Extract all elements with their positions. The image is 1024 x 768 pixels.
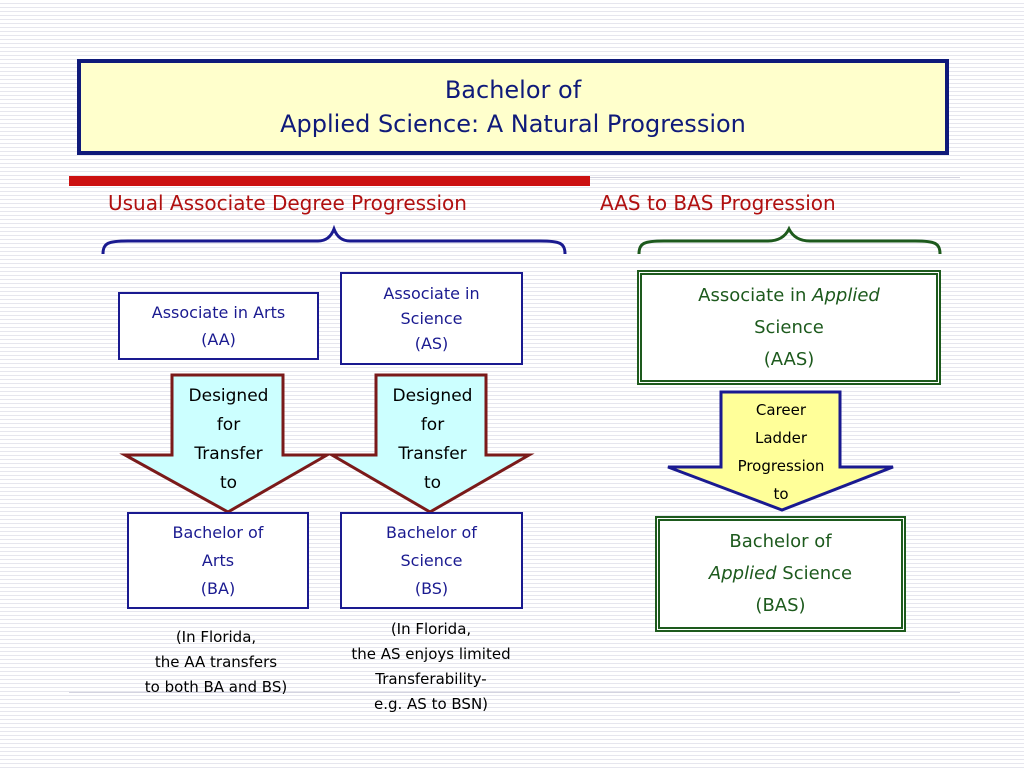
aa-box-line-2: (AA) <box>201 330 236 349</box>
bas-box-line-2: Applied Science <box>709 558 852 590</box>
as-note-line-2: the AS enjoys limited <box>351 645 511 663</box>
divider-line-bottom <box>69 692 960 693</box>
left-section-heading: Usual Associate Degree Progression <box>108 191 467 215</box>
as-box-line-1: Associate in <box>383 284 480 303</box>
arrow-aas-label-line-4: to <box>773 485 789 503</box>
aas-box-line-2: Science <box>754 316 824 338</box>
ba-box-line-2: Arts <box>201 550 235 570</box>
bas-degree-box: Bachelor of Applied Science (BAS) <box>655 516 906 632</box>
aas-box-line-1: Associate in Applied <box>698 280 880 312</box>
arrow-aas-label-line-1: Career <box>755 401 807 419</box>
as-degree-box: Associate in Science (AS) <box>340 272 523 365</box>
arrow-aa-label-line-4: to <box>219 473 238 493</box>
aa-transfer-note: (In Florida, the AA transfers to both BA… <box>96 625 336 700</box>
divider-line-top <box>590 177 960 178</box>
aa-note-line-3: to both BA and BS) <box>144 678 288 696</box>
arrow-aa-label-line-2: for <box>216 415 241 435</box>
arrow-as-label-line-3: Transfer <box>398 444 467 464</box>
as-note-line-4: e.g. AS to BSN) <box>373 695 489 713</box>
right-section-heading: AAS to BAS Progression <box>600 191 836 215</box>
left-brace <box>101 224 567 255</box>
ba-degree-box: Bachelor of Arts (BA) <box>127 512 309 609</box>
bs-box-line-1: Bachelor of <box>386 522 477 542</box>
bs-box-line-2: Science <box>400 550 463 570</box>
as-box-line-3: (AS) <box>414 334 449 353</box>
red-divider-bar <box>69 176 590 186</box>
aas-degree-box: Associate in Applied Science (AAS) <box>637 270 941 385</box>
arrow-as-label-line-4: to <box>423 473 442 493</box>
bas-box-line-2-italic: Applied <box>708 563 777 584</box>
arrow-aas-label-line-2: Ladder <box>755 429 807 447</box>
aas-box-line-3: (AAS) <box>763 348 815 370</box>
as-transfer-note: (In Florida, the AS enjoys limited Trans… <box>318 617 544 717</box>
aas-box-line-1-italic: Applied <box>812 284 880 306</box>
aa-note-line-2: the AA transfers <box>154 653 278 671</box>
title-line-2: Applied Science: A Natural Progression <box>280 110 746 138</box>
arrow-aa-to-ba <box>119 373 333 514</box>
arrow-as-label-line-1: Designed <box>392 386 473 406</box>
bas-box-line-3: (BAS) <box>755 595 806 616</box>
title-line-1: Bachelor of <box>444 76 582 104</box>
aa-degree-box: Associate in Arts (AA) <box>118 292 319 360</box>
bas-box-line-2-rest: Science <box>776 563 853 584</box>
ba-box-line-1: Bachelor of <box>172 522 264 542</box>
arrow-aa-label-line-1: Designed <box>188 386 269 406</box>
aas-box-line-1-prefix: Associate in <box>698 284 813 306</box>
as-note-line-1: (In Florida, <box>390 620 472 638</box>
arrow-as-to-bs <box>326 373 535 514</box>
aa-box-line-1: Associate in Arts <box>151 303 286 322</box>
arrow-aa-label-line-3: Transfer <box>194 444 263 464</box>
arrow-aas-to-bas <box>667 390 894 512</box>
ba-box-line-3: (BA) <box>200 578 236 598</box>
arrow-aa-label: Designed for Transfer to <box>172 382 285 498</box>
title-banner: Bachelor of Applied Science: A Natural P… <box>77 59 949 155</box>
as-note-line-3: Transferability- <box>375 670 487 688</box>
arrow-aas-label-line-3: Progression <box>737 457 825 475</box>
bs-degree-box: Bachelor of Science (BS) <box>340 512 523 609</box>
bs-box-line-3: (BS) <box>414 578 449 598</box>
arrow-as-label: Designed for Transfer to <box>376 382 489 498</box>
bas-box-line-1: Bachelor of <box>729 531 832 552</box>
aa-note-line-1: (In Florida, <box>175 628 257 646</box>
right-brace <box>637 225 942 255</box>
as-box-line-2: Science <box>400 309 463 328</box>
arrow-aas-label: Career Ladder Progression to <box>721 396 841 508</box>
arrow-as-label-line-2: for <box>420 415 445 435</box>
